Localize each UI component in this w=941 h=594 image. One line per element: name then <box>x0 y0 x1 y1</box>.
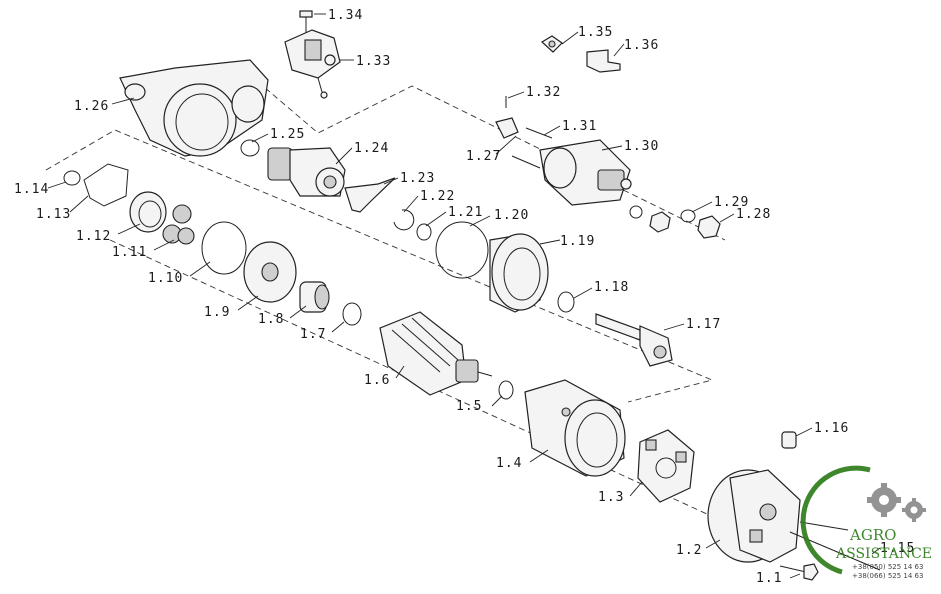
label-1-31: 1.31 <box>562 119 597 134</box>
label-1-2: 1.2 <box>676 543 702 558</box>
part-1-1-screw <box>779 563 819 581</box>
part-1-6-armature <box>379 311 493 396</box>
label-1-27: 1.27 <box>466 149 501 164</box>
part-1-25-ring <box>240 139 260 157</box>
label-1-5: 1.5 <box>456 399 482 414</box>
part-1-35-plate <box>540 35 563 53</box>
assembly-outline-upper <box>249 74 726 241</box>
part-1-23-fork-lever <box>344 177 396 213</box>
part-1-3-brush-holder <box>637 429 695 503</box>
part-1-9-end-plate <box>243 241 297 303</box>
part-1-36-bracket <box>586 49 621 73</box>
gear-icon-small <box>902 498 926 522</box>
agro-assistance-logo: AGRO ASSISTANCE +38(050) 525 14 63 +38(0… <box>800 465 932 580</box>
part-1-20-o-ring <box>435 221 489 279</box>
label-1-17: 1.17 <box>686 317 721 332</box>
label-1-6: 1.6 <box>364 373 390 388</box>
label-1-14: 1.14 <box>14 182 49 197</box>
label-1-1: 1.1 <box>756 571 782 586</box>
part-1-16-plug <box>781 431 797 449</box>
logo-phone-1: +38(050) 525 14 63 <box>852 563 923 571</box>
label-1-12: 1.12 <box>76 229 111 244</box>
part-1-34-screw <box>299 10 313 34</box>
assembly-outline-main <box>45 129 714 403</box>
part-1-10-o-ring <box>201 221 247 275</box>
label-1-35: 1.35 <box>578 25 613 40</box>
part-1-24-pinion-drive <box>267 147 346 197</box>
part-1-5-washer <box>498 380 514 400</box>
label-1-29: 1.29 <box>714 195 749 210</box>
part-1-13-retainer <box>83 163 129 207</box>
label-1-33: 1.33 <box>356 54 391 69</box>
label-1-15: 1.15 <box>880 541 915 556</box>
part-1-15-bolt-2 <box>799 521 849 531</box>
gear-icon <box>867 483 901 517</box>
part-1-22-snap-ring <box>393 209 415 231</box>
label-1-9: 1.9 <box>204 305 230 320</box>
logo-brand-line2: ASSISTANCE <box>835 546 932 562</box>
label-1-16: 1.16 <box>814 421 849 436</box>
logo-arc <box>800 465 871 575</box>
label-1-34: 1.34 <box>328 8 363 23</box>
part-1-11-planet-gears <box>162 204 195 245</box>
part-1-14-washer <box>63 170 81 186</box>
logo-brand-line1: AGRO <box>849 526 896 544</box>
part-1-19-gear-housing <box>489 233 549 313</box>
part-1-7-washer <box>342 302 362 326</box>
label-1-23: 1.23 <box>400 171 435 186</box>
label-1-3: 1.3 <box>598 490 624 505</box>
label-1-28: 1.28 <box>736 207 771 222</box>
label-1-20: 1.20 <box>494 208 529 223</box>
label-1-32: 1.32 <box>526 85 561 100</box>
part-1-31-bolt-lower <box>511 155 541 169</box>
part-1-8-bearing <box>299 281 330 313</box>
part-nut <box>649 211 671 233</box>
part-1-28-nut <box>697 215 721 239</box>
label-1-11: 1.11 <box>112 245 147 260</box>
part-1-18-washer <box>557 291 575 313</box>
part-1-33-terminal-block <box>284 29 341 99</box>
part-1-12-internal-gear <box>129 191 167 233</box>
part-1-17-planet-shaft <box>595 313 673 367</box>
label-1-8: 1.8 <box>258 312 284 327</box>
part-1-26-drive-housing <box>119 59 269 157</box>
label-1-21: 1.21 <box>448 205 483 220</box>
part-1-27-bracket <box>495 117 519 139</box>
part-1-29-washer <box>680 209 696 223</box>
label-1-30: 1.30 <box>624 139 659 154</box>
part-1-31-bolt <box>525 127 553 139</box>
logo-phone-2: +38(066) 525 14 63 <box>852 572 923 580</box>
leader-lines <box>47 13 881 579</box>
label-1-4: 1.4 <box>496 456 522 471</box>
label-1-19: 1.19 <box>560 234 595 249</box>
label-1-26: 1.26 <box>74 99 109 114</box>
part-1-4-yoke-housing <box>524 379 626 477</box>
label-1-22: 1.22 <box>420 189 455 204</box>
part-1-2-end-frame <box>707 469 801 563</box>
part-1-30-solenoid <box>539 139 632 206</box>
label-1-10: 1.10 <box>148 271 183 286</box>
label-1-24: 1.24 <box>354 141 389 156</box>
label-1-7: 1.7 <box>300 327 326 342</box>
label-1-36: 1.36 <box>624 38 659 53</box>
label-1-18: 1.18 <box>594 280 629 295</box>
part-1-21-washer <box>416 223 432 241</box>
label-1-25: 1.25 <box>270 127 305 142</box>
part-washer-small <box>629 205 643 219</box>
label-1-13: 1.13 <box>36 207 71 222</box>
